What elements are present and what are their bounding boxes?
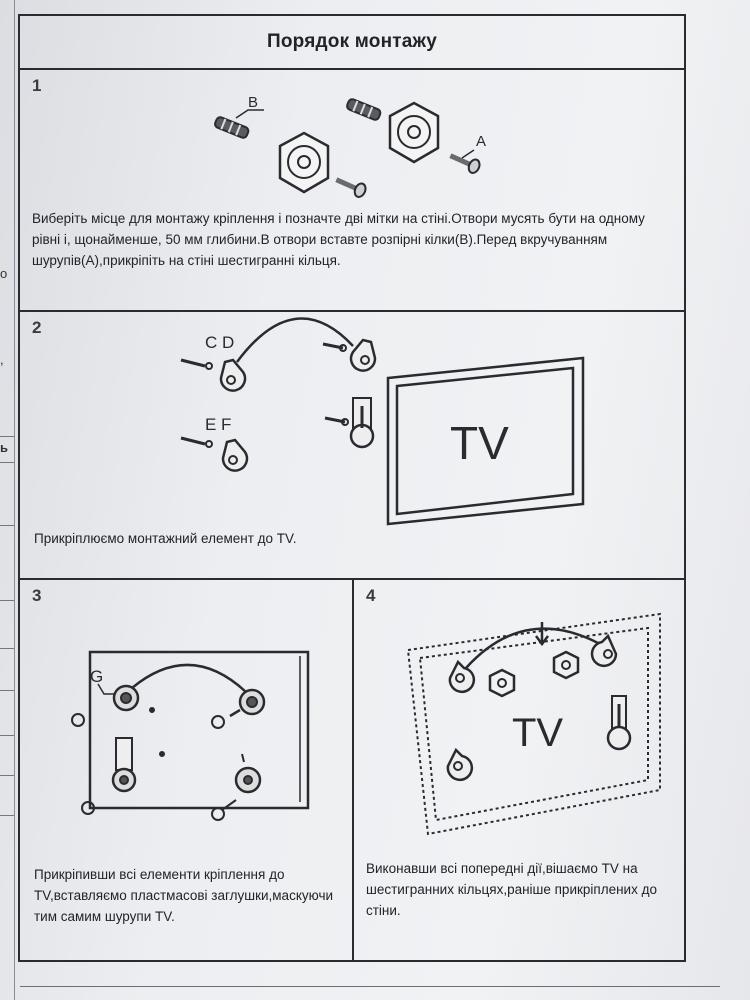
edge-rule xyxy=(0,600,14,601)
step-number: 4 xyxy=(366,586,376,605)
step-4-text: Виконавши всі попередні дії,вішаємо TV н… xyxy=(366,861,657,918)
slotted-bracket-icon xyxy=(606,695,632,751)
step-3-text: Прикріпивши всі елементи кріплення до TV… xyxy=(34,867,334,924)
edge-fragment: , xyxy=(0,352,4,367)
edge-rule xyxy=(0,775,14,776)
plastic-cap-icon xyxy=(81,801,95,815)
edge-rule xyxy=(0,462,14,463)
installation-table: Порядок монтажу 1 B xyxy=(18,14,686,962)
teardrop-bracket-icon xyxy=(446,747,474,782)
label-b: B xyxy=(248,94,258,111)
hex-ring-icon xyxy=(388,101,440,164)
edge-rule xyxy=(0,436,14,437)
step-number: 2 xyxy=(32,318,42,337)
tv-label: TV xyxy=(450,417,509,469)
step-2-text: Прикріплюємо монтажний елемент до TV. xyxy=(34,531,297,546)
teardrop-bracket-icon xyxy=(448,659,476,694)
hang-tv-on-wall-illustration: TV xyxy=(406,612,661,836)
bottom-rule xyxy=(20,986,720,987)
edge-rule xyxy=(0,525,14,526)
safety-cable xyxy=(235,317,354,363)
step-1-panel: 1 B xyxy=(20,70,684,312)
edge-rule xyxy=(0,815,14,816)
edge-fragment: о xyxy=(0,266,8,281)
tv-icon: TV xyxy=(386,356,585,526)
arrow-icon xyxy=(221,799,237,811)
hex-ring-icon xyxy=(278,131,330,194)
teardrop-bracket-icon xyxy=(112,684,140,712)
teardrop-bracket-icon xyxy=(238,688,266,716)
arrow-icon xyxy=(229,708,241,718)
label-cd: C D xyxy=(205,333,234,352)
screw-a-icon xyxy=(335,177,367,198)
slotted-bracket-icon xyxy=(111,737,137,793)
safety-cable xyxy=(131,663,247,693)
label-ef: E F xyxy=(205,415,231,434)
teardrop-bracket-icon xyxy=(234,766,262,794)
edge-rule xyxy=(0,648,14,649)
teardrop-bracket-icon xyxy=(590,633,618,668)
edge-fragment: ь xyxy=(0,440,8,455)
teardrop-bracket-icon xyxy=(221,438,249,472)
screw-icon xyxy=(180,436,213,448)
page-title: Порядок монтажу xyxy=(20,16,684,70)
screw-icon xyxy=(324,416,349,426)
teardrop-bracket-icon xyxy=(219,358,247,392)
step-number: 1 xyxy=(32,76,42,95)
plastic-cap-icon xyxy=(211,807,225,821)
step-4-panel: 4 TV Виконавши всі попередні дії,віша xyxy=(354,580,684,960)
down-arrow-icon xyxy=(535,622,549,647)
plastic-cap-icon xyxy=(71,713,85,727)
slotted-bracket-icon xyxy=(349,397,375,449)
wall-anchor-b-icon xyxy=(346,98,382,121)
screw-a-icon xyxy=(449,153,481,174)
arrow-icon xyxy=(241,753,245,763)
tv-back-with-caps-illustration: G xyxy=(71,650,310,821)
edge-rule xyxy=(0,735,14,736)
teardrop-bracket-icon xyxy=(349,338,377,372)
step-1-text: Виберіть місце для монтажу кріплення і п… xyxy=(32,211,645,268)
tv-back-panel xyxy=(88,650,310,810)
wall-anchor-b-icon xyxy=(214,116,250,139)
adjacent-page-strip: о , ь xyxy=(0,0,15,1000)
safety-cable xyxy=(465,627,601,669)
tv-label: TV xyxy=(512,711,563,755)
edge-rule xyxy=(0,690,14,691)
hex-ring-icon xyxy=(552,650,580,680)
label-g: G xyxy=(90,667,103,686)
wall-anchors-and-hex-rings-illustration: B xyxy=(214,94,486,198)
step-2-panel: 2 C D E F xyxy=(20,312,684,580)
step-number: 3 xyxy=(32,586,42,605)
step-3-panel: 3 G xyxy=(20,580,354,960)
hex-ring-icon xyxy=(488,668,516,698)
label-a: A xyxy=(476,133,486,150)
screw-icon xyxy=(322,342,347,352)
tv-outline-dotted xyxy=(406,612,661,836)
bracket-to-tv-illustration: C D E F xyxy=(180,317,585,526)
screw-icon xyxy=(180,358,213,370)
plastic-cap-icon xyxy=(211,715,225,729)
